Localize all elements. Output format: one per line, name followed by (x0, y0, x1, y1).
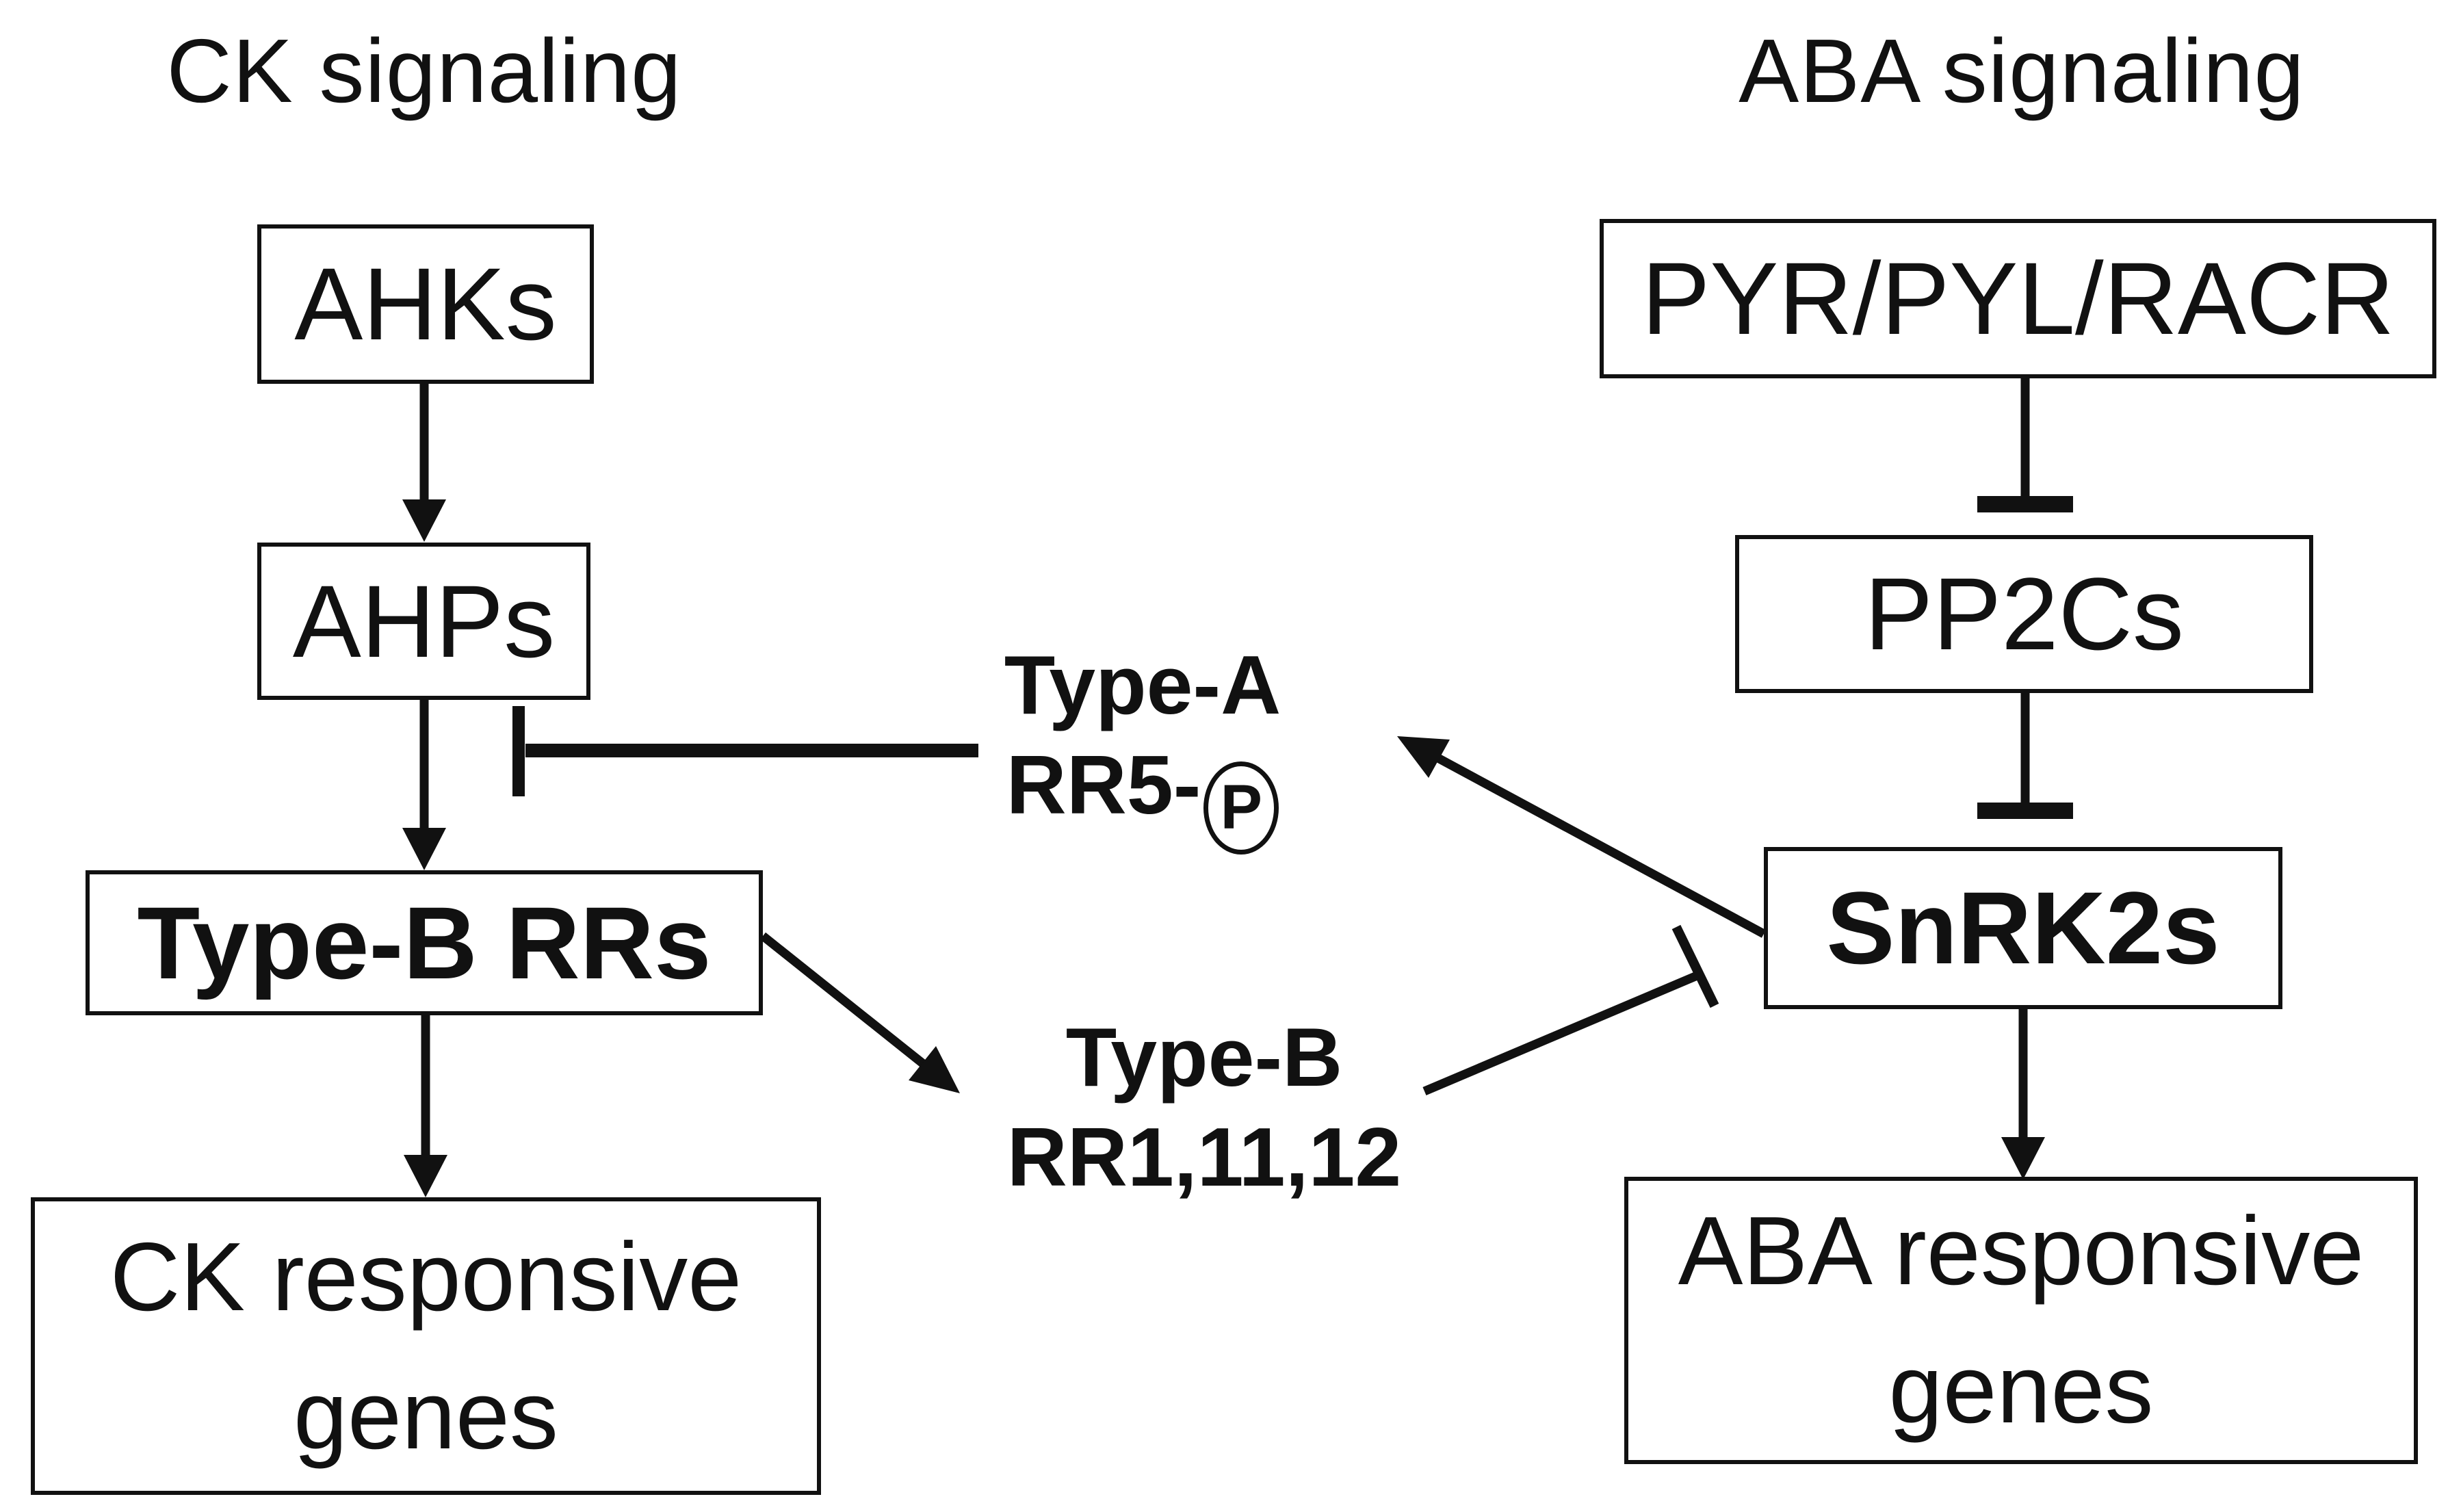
arrow-ahps-to-type-b-rrs (402, 700, 446, 870)
arrow-ahks-to-ahps (402, 384, 446, 542)
label-type-a-rr-prefix: RR5- (1006, 738, 1201, 832)
tbar-rr5p-to-ahps (512, 706, 978, 796)
arrow-snrk2s-to-rr5p (1397, 736, 1767, 938)
label-type-b-rr1-11-12: Type-B RR1,11,12 (978, 1007, 1430, 1208)
label-type-a-rr5-p: Type-A RR5-P (917, 635, 1368, 855)
node-ahps: AHPs (257, 543, 590, 700)
tbar-rr1-11-12-to-snrk2s (1422, 924, 1719, 1095)
arrow-type-b-rrs-to-rr1-11-12 (759, 932, 960, 1093)
node-snrk2s: SnRK2s (1764, 847, 2282, 1009)
label-type-b-line2: RR1,11,12 (1006, 1110, 1402, 1204)
node-pp2cs-label: PP2Cs (1864, 556, 2184, 671)
phosphate-circle-icon: P (1203, 761, 1279, 855)
node-ck-genes-line2: genes (294, 1360, 558, 1470)
arrow-snrk2s-to-aba-genes (2001, 1009, 2045, 1179)
node-ck-responsive-genes: CK responsive genes (31, 1197, 821, 1495)
label-type-b-line1: Type-B (1065, 1011, 1343, 1104)
node-aba-genes-line1: ABA responsive (1678, 1197, 2365, 1306)
node-aba-genes-line2: genes (1888, 1335, 2154, 1444)
node-ahks: AHKs (257, 224, 594, 384)
tbar-pyr-to-pp2cs (1977, 378, 2073, 512)
label-type-a-line1: Type-A (1004, 638, 1281, 731)
node-ahks-label: AHKs (294, 246, 557, 361)
node-aba-responsive-genes: ABA responsive genes (1624, 1177, 2418, 1464)
node-ck-genes-line1: CK responsive (109, 1222, 742, 1331)
node-type-b-rrs: Type-B RRs (86, 870, 763, 1015)
arrow-type-b-rrs-to-ck-genes (404, 1015, 447, 1197)
node-snrk2s-label: SnRK2s (1826, 870, 2220, 985)
node-type-b-rrs-label: Type-B RRs (137, 885, 712, 1000)
node-pyr-pyl-racr-label: PYR/PYL/RACR (1641, 241, 2395, 356)
left-column-title: CK signaling (166, 21, 682, 121)
right-column-title: ABA signaling (1739, 21, 2305, 121)
node-pyr-pyl-racr: PYR/PYL/RACR (1600, 219, 2436, 378)
node-ahps-label: AHPs (292, 563, 556, 679)
tbar-pp2cs-to-snrk2s (1977, 693, 2073, 819)
node-pp2cs: PP2Cs (1735, 535, 2313, 693)
